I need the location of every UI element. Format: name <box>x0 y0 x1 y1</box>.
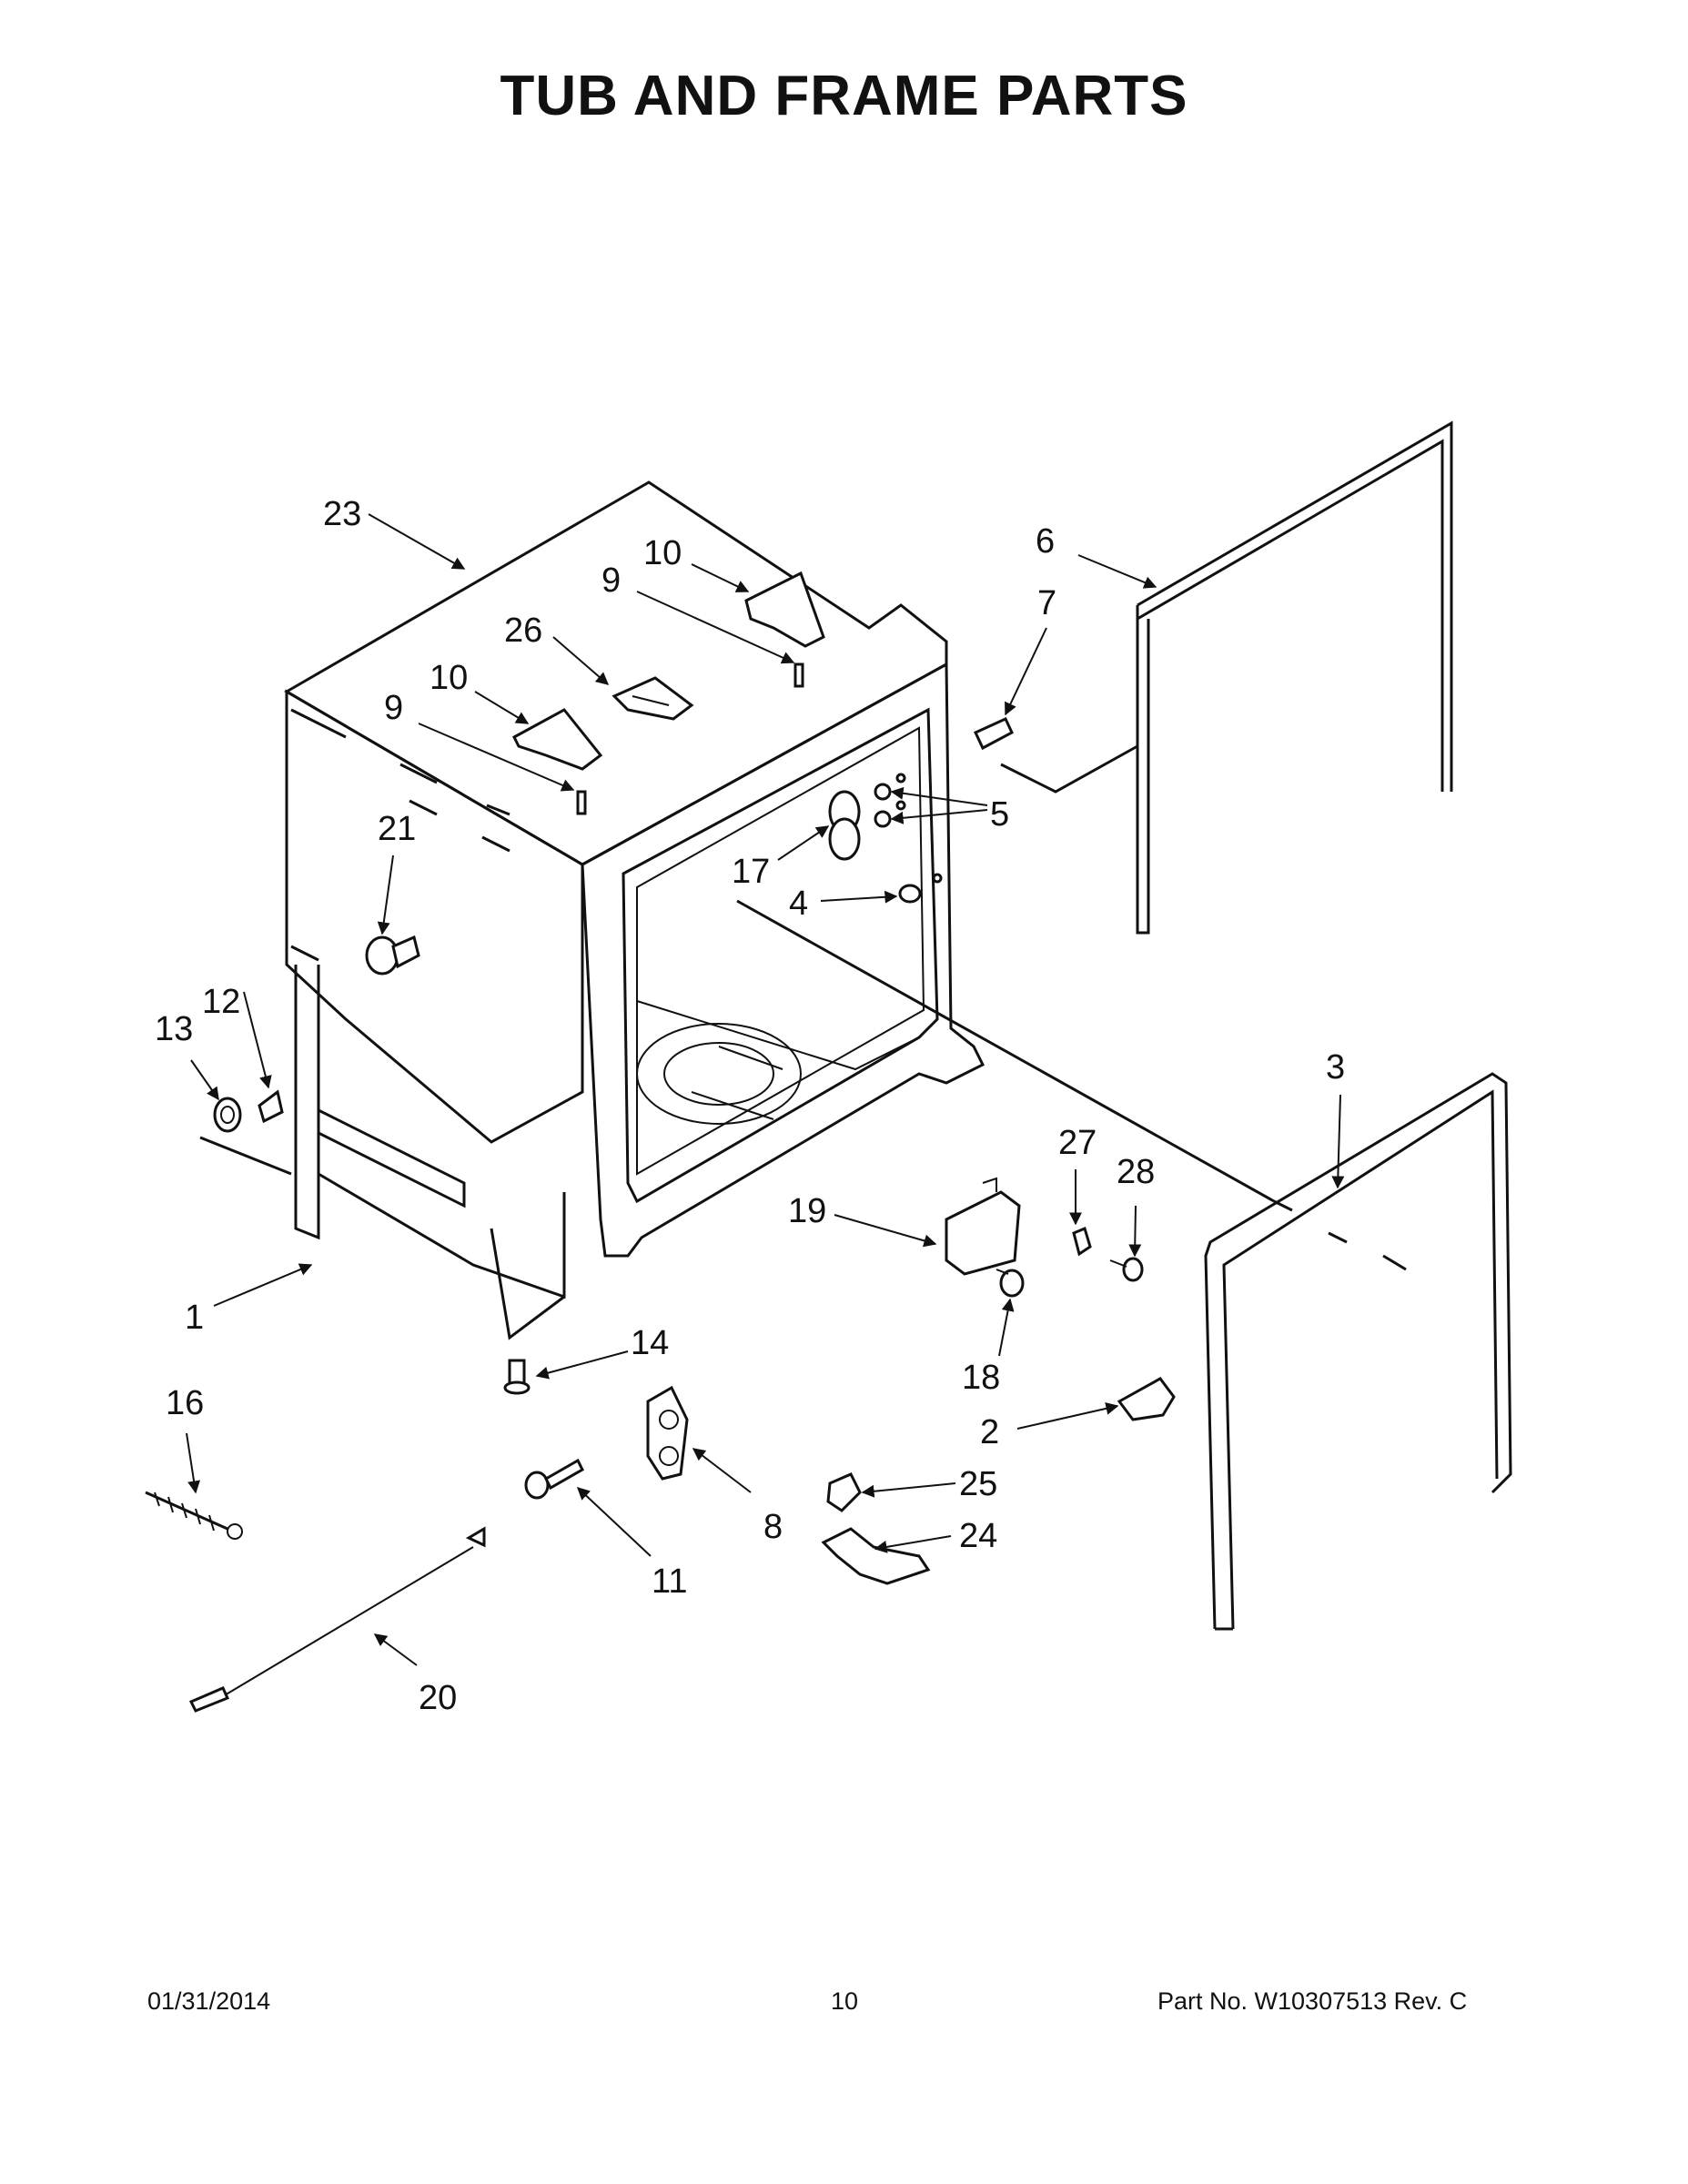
callout-4: 4 <box>789 885 808 923</box>
callout-27: 27 <box>1058 1124 1097 1162</box>
callout-18: 18 <box>962 1359 1000 1397</box>
sensor-part-25 <box>826 1472 862 1512</box>
cable-part-20 <box>188 1526 486 1713</box>
hinge-part-10-upper <box>744 571 825 648</box>
clip-part-27 <box>1072 1226 1092 1257</box>
callout-3: 3 <box>1326 1048 1345 1087</box>
callout-11: 11 <box>652 1562 687 1601</box>
screw-part-9-upper <box>793 662 804 688</box>
callout-8: 8 <box>763 1508 783 1546</box>
page-title: TUB AND FRAME PARTS <box>500 65 1188 127</box>
tub-gasket-part-3 <box>1204 1072 1512 1631</box>
callout-17: 17 <box>732 853 770 891</box>
tub-assembly <box>199 480 1407 1340</box>
callout-13: 13 <box>155 1010 193 1048</box>
nut-part-4 <box>898 873 943 904</box>
callout-19: 19 <box>788 1192 826 1230</box>
door-seal-part-6 <box>1136 420 1453 935</box>
callout-1: 1 <box>185 1299 204 1337</box>
callout-12: 12 <box>202 983 240 1021</box>
hinge-part-10-lower <box>512 708 603 771</box>
footer-part-number: Part No. W10307513 Rev. C <box>1157 1987 1468 2015</box>
callout-25: 25 <box>959 1465 997 1503</box>
bracket-part-8 <box>646 1385 689 1481</box>
callout-24: 24 <box>959 1517 997 1555</box>
callout-9-upper: 9 <box>601 561 621 600</box>
bumper-part-21 <box>365 935 420 976</box>
screw-part-28 <box>1109 1257 1144 1282</box>
grommet-part-17 <box>828 790 861 861</box>
callout-labels: 23 10 9 26 10 9 21 6 7 5 17 4 3 12 13 27… <box>155 495 1345 1717</box>
callout-20: 20 <box>419 1679 457 1717</box>
callout-10-upper: 10 <box>643 534 682 572</box>
screw-part-7 <box>973 717 1014 751</box>
clip-part-2 <box>1117 1377 1176 1421</box>
callout-7: 7 <box>1037 584 1056 622</box>
bolt-part-12 <box>258 1089 284 1124</box>
callout-26: 26 <box>504 612 542 650</box>
callout-16: 16 <box>166 1384 204 1422</box>
callout-6: 6 <box>1036 522 1055 561</box>
screw-part-9-lower <box>576 790 587 815</box>
callout-23: 23 <box>323 495 361 533</box>
spring-part-16 <box>145 1491 243 1540</box>
callout-5: 5 <box>990 795 1009 834</box>
bracket-part-24 <box>821 1527 931 1585</box>
washer-part-5 <box>874 773 906 828</box>
callout-28: 28 <box>1117 1153 1155 1191</box>
callout-14: 14 <box>631 1324 669 1362</box>
callout-10-lower: 10 <box>430 659 468 697</box>
callout-9-lower: 9 <box>384 689 403 727</box>
nut-part-13 <box>213 1097 242 1133</box>
callout-21: 21 <box>378 810 416 848</box>
footer-date: 01/31/2014 <box>147 1987 271 2015</box>
vent-part-26 <box>612 676 694 721</box>
leader-lines <box>186 513 1345 1666</box>
callout-2: 2 <box>980 1413 999 1451</box>
leveling-leg-part-14 <box>503 1359 531 1395</box>
bracket-part-19 <box>945 1177 1021 1276</box>
bolt-part-18 <box>996 1269 1025 1298</box>
screw-part-11 <box>524 1458 584 1500</box>
footer-page-number: 10 <box>831 1987 859 2015</box>
